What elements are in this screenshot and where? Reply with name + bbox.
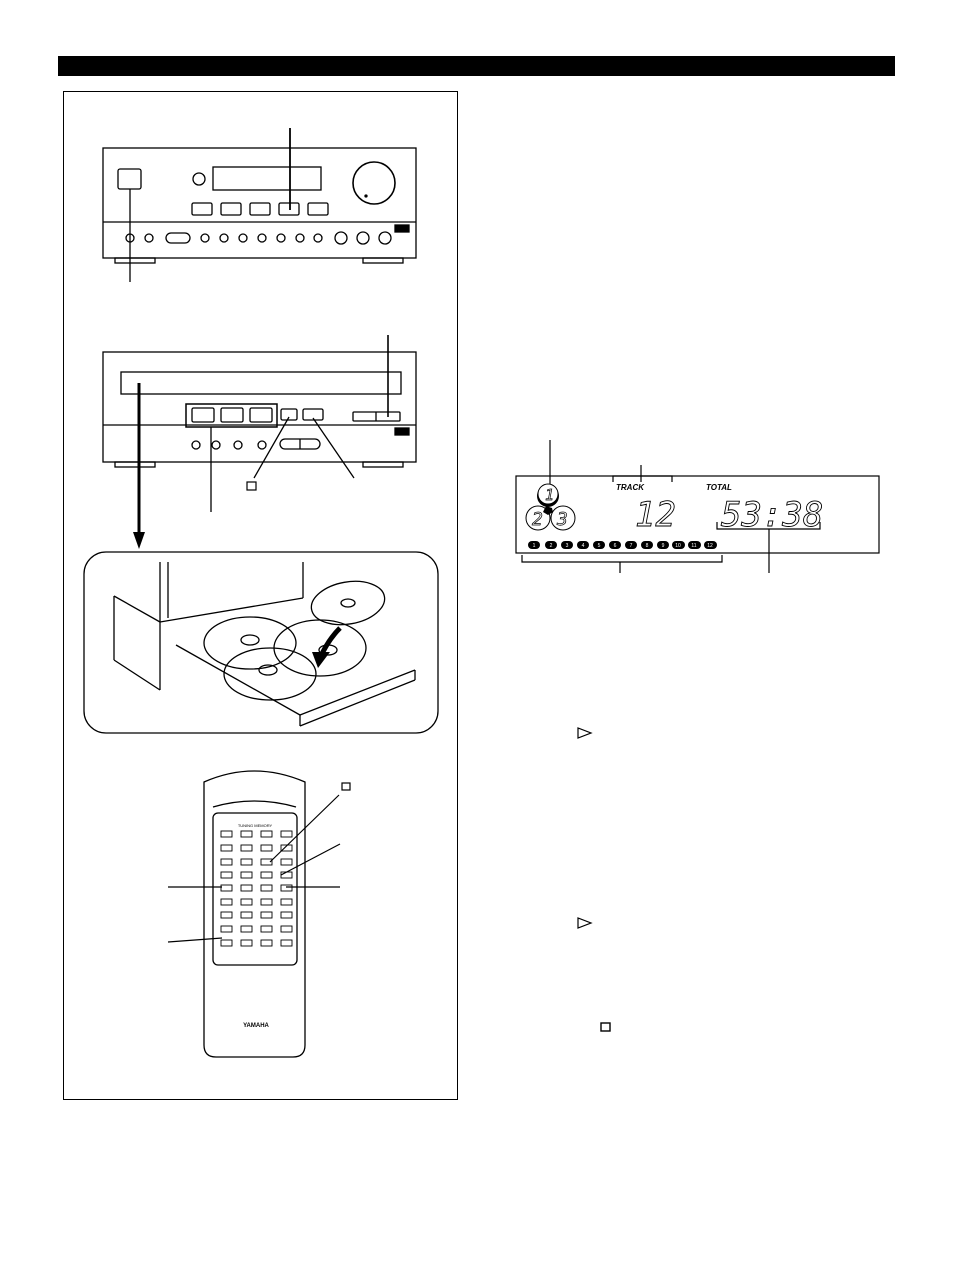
section-header-bar (58, 56, 895, 76)
disc-indicator (525, 483, 576, 531)
disc-number-1: 1 (545, 486, 554, 504)
play-symbol-icon-2 (577, 917, 593, 929)
track-number: 12 (635, 495, 676, 535)
calendar-track-3: 3 (566, 543, 569, 549)
calendar-track-7: 7 (630, 543, 633, 549)
calendar-track-5: 5 (598, 543, 601, 549)
remote-brand: YAMAHA (243, 1023, 269, 1029)
calendar-track-12: 12 (707, 543, 713, 549)
calendar-track-11: 11 (691, 543, 696, 549)
music-calendar (528, 541, 717, 549)
disc-number-3: 3 (556, 509, 568, 530)
calendar-track-2: 2 (550, 543, 553, 549)
calendar-track-1: 1 (533, 543, 536, 549)
play-symbol-icon (577, 727, 593, 739)
calendar-track-4: 4 (582, 543, 585, 549)
cd-changer-front-panel (102, 335, 417, 512)
illustration-panel (63, 91, 458, 1100)
disc-tray-illustration (83, 551, 439, 734)
stop-symbol-icon (600, 1022, 611, 1032)
total-time: 53:38 (721, 495, 823, 535)
amplifier-front-panel (102, 128, 417, 282)
calendar-track-8: 8 (646, 543, 649, 549)
calendar-track-6: 6 (614, 543, 617, 549)
calendar-track-9: 9 (662, 543, 665, 549)
disc-number-2: 2 (532, 509, 543, 530)
calendar-track-10: 10 (675, 543, 681, 549)
remote-section-label: TUNING MEMORY (238, 823, 273, 828)
display-panel (515, 440, 880, 573)
down-arrow (133, 383, 145, 549)
total-label: TOTAL (706, 483, 732, 492)
remote-control (167, 770, 351, 1058)
track-label: TRACK (616, 483, 645, 492)
